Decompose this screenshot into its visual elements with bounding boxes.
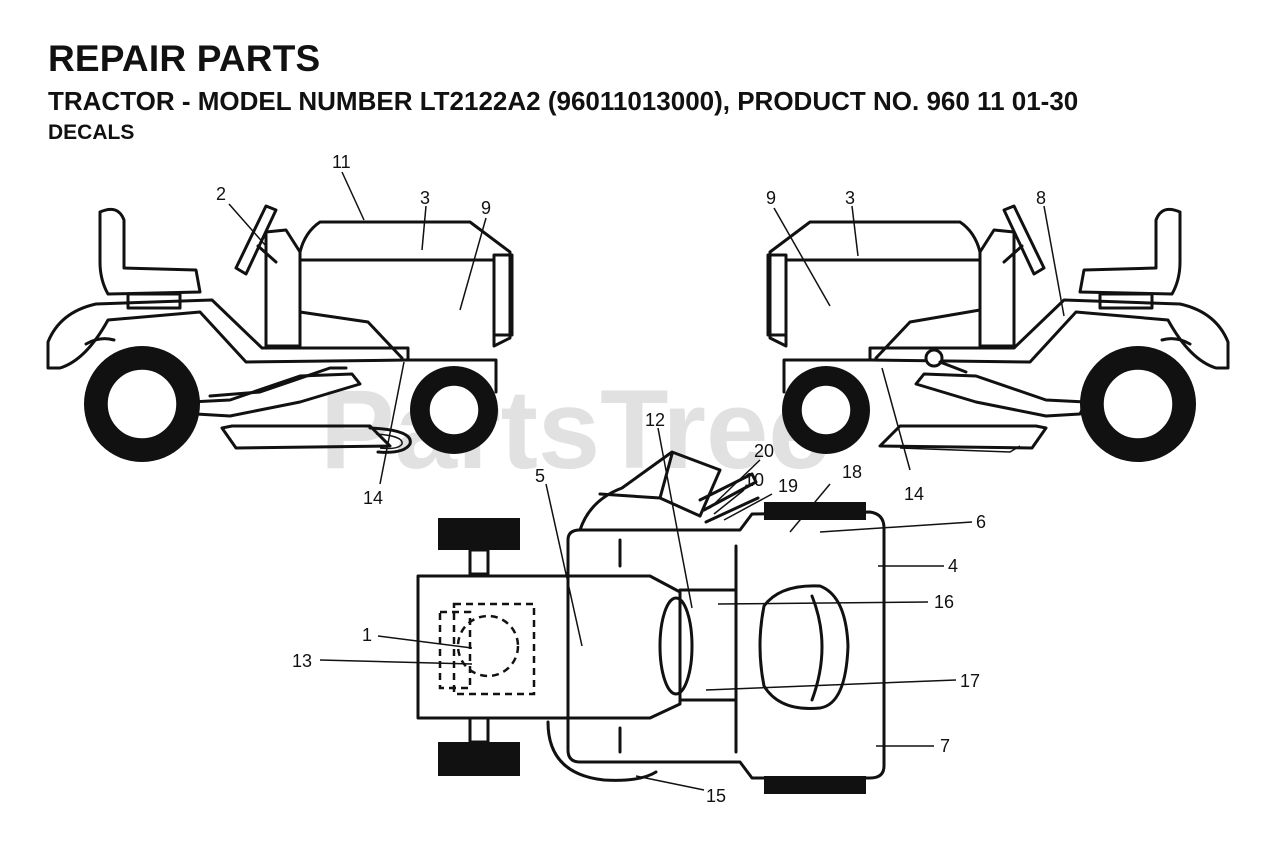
callout-6: 6 [976,512,986,532]
page-title: REPAIR PARTS [48,38,321,79]
callout-9-right: 9 [766,188,776,208]
callout-14-left: 14 [363,488,383,508]
callout-2-left: 2 [216,184,226,204]
model-subtitle: TRACTOR - MODEL NUMBER LT2122A2 (9601101… [48,86,1079,116]
section-label: DECALS [48,121,135,144]
tractor-top-view [416,450,886,794]
callout-1: 1 [362,625,372,645]
callout-9-left: 9 [481,198,491,218]
callout-13: 13 [292,651,312,671]
leader-lines [228,171,1065,791]
callout-10: 10 [744,470,764,490]
callout-19: 19 [778,476,798,496]
watermark-text: PartsTree [320,367,831,492]
callout-7: 7 [940,736,950,756]
callout-16: 16 [934,592,954,612]
tractor-left-side-view [46,204,514,462]
callout-8-right: 8 [1036,188,1046,208]
callout-18: 18 [842,462,862,482]
tractor-right-side-view [766,204,1230,462]
callout-3-left: 3 [420,188,430,208]
callout-3-right: 3 [845,188,855,208]
callout-20: 20 [754,441,774,461]
callout-15: 15 [706,786,726,806]
callout-17: 17 [960,671,980,691]
callout-numbers: 11 2 3 9 14 9 3 8 14 12 20 10 19 18 5 6 … [216,152,1046,806]
callout-14-right: 14 [904,484,924,504]
callout-5: 5 [535,466,545,486]
callout-12: 12 [645,410,665,430]
callout-11-left: 11 [332,152,351,172]
callout-4: 4 [948,556,958,576]
